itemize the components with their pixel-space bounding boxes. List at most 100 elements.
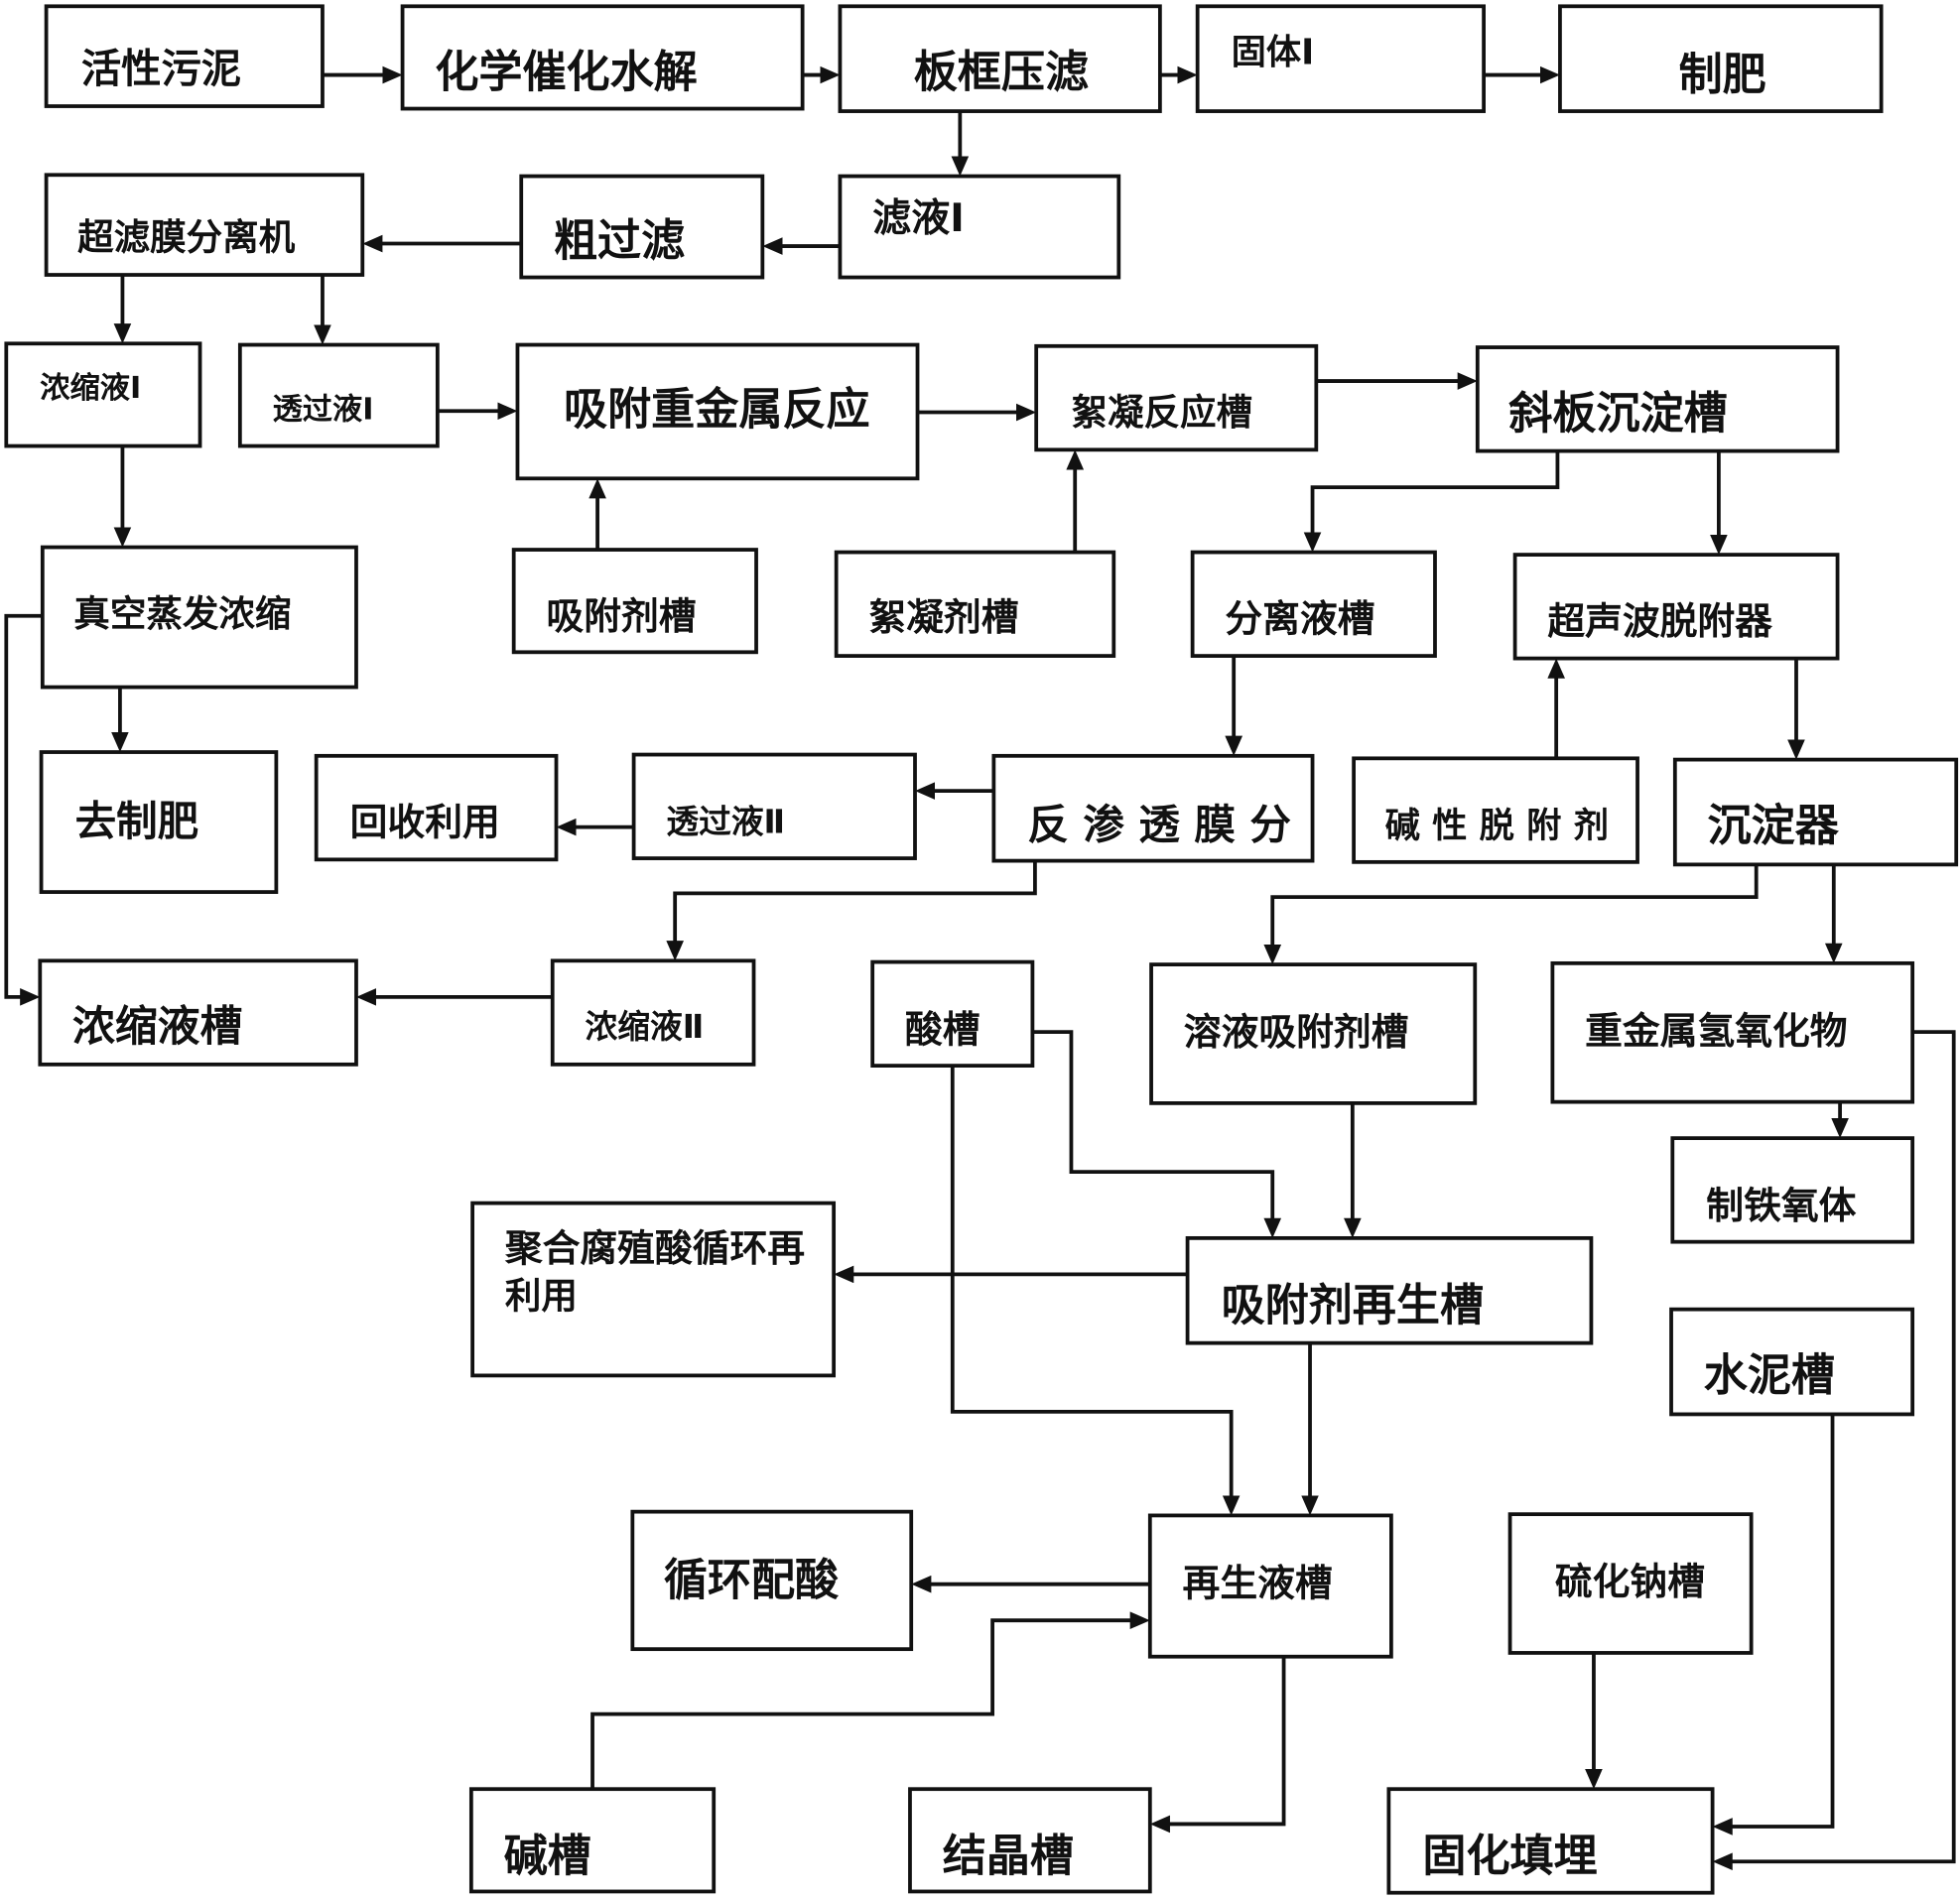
node-box [908, 1787, 1152, 1894]
node-label: 分离液槽 [1225, 596, 1374, 640]
node-alkaline-desorbent: 碱 性 脱 附 剂 [1352, 756, 1639, 864]
node-label: 吸附剂再生槽 [1222, 1280, 1484, 1330]
node-box [519, 174, 765, 280]
node-box [1558, 4, 1884, 113]
node-box [838, 174, 1121, 280]
node-recycle-reuse: 回收利用 [314, 753, 559, 862]
node-box [1190, 550, 1437, 658]
node-acid-recycling: 循环配酸 [630, 1509, 914, 1652]
node-label: 化学催化水解 [435, 48, 697, 98]
node-box [1672, 757, 1959, 867]
node-box [40, 545, 358, 690]
node-label: 重金属氢氧化物 [1585, 1009, 1847, 1053]
node-solid-1: 固体Ⅰ [1195, 4, 1486, 113]
node-solution-adsorbent-tank: 溶液吸附剂槽 [1149, 962, 1478, 1105]
node-label: 活性污泥 [81, 46, 241, 92]
node-box [991, 753, 1315, 863]
node-box [1386, 1787, 1715, 1895]
node-box [1195, 4, 1486, 113]
node-label: 浓缩液Ⅱ [585, 1008, 704, 1046]
node-label: 沉淀器 [1708, 801, 1840, 851]
node-label: 酸槽 [905, 1008, 980, 1052]
node-plate-frame-filter-press: 板框压滤 [838, 4, 1162, 113]
node-activated-sludge: 活性污泥 [44, 4, 325, 108]
nodes-layer: 活性污泥 化学催化水解 板框压滤 固体Ⅰ 制肥 超滤膜分离机 粗过滤 滤液Ⅰ [4, 4, 1959, 1895]
node-box [1670, 1136, 1915, 1244]
node-label: 斜板沉淀槽 [1508, 388, 1727, 439]
node-box [631, 752, 917, 860]
node-fertilizer-production: 制肥 [1558, 4, 1884, 113]
node-crystallization-tank: 结晶槽 [908, 1787, 1152, 1894]
edge-heavy-metal-hydroxide-to-solidification-landfill [1712, 1030, 1956, 1871]
edge-regeneration-liquid-tank-to-crystallization-tank [1149, 1656, 1286, 1834]
node-to-fertilizer: 去制肥 [39, 750, 279, 894]
node-label: 絮凝反应槽 [1071, 391, 1252, 434]
node-label: 透过液Ⅱ [666, 804, 785, 841]
node-reverse-osmosis-membrane: 反 渗 透 膜 分 [991, 753, 1315, 863]
node-concentrate-1: 浓缩液Ⅰ [4, 341, 202, 448]
node-box [870, 959, 1035, 1068]
node-box [470, 1201, 837, 1378]
node-label: 透过液Ⅰ [273, 393, 374, 428]
node-separated-liquid-tank: 分离液槽 [1190, 550, 1437, 658]
node-box [237, 342, 440, 448]
node-box [1034, 343, 1319, 452]
node-label: 结晶槽 [943, 1832, 1074, 1882]
node-box [1352, 756, 1639, 864]
edge-alkali-tank-to-regeneration-liquid-tank [590, 1611, 1150, 1790]
node-concentrate-2: 浓缩液Ⅱ [550, 958, 756, 1067]
node-concentrate-tank: 浓缩液槽 [38, 958, 358, 1067]
node-adsorbent-regeneration-tank: 吸附剂再生槽 [1185, 1235, 1594, 1345]
node-label: 再生液槽 [1183, 1561, 1333, 1604]
node-label: 制肥 [1679, 50, 1766, 100]
node-label: 浓缩液Ⅰ [40, 371, 141, 406]
node-regeneration-liquid-tank: 再生液槽 [1147, 1513, 1393, 1659]
node-coarse-filtration: 粗过滤 [519, 174, 765, 280]
node-box [1147, 1513, 1393, 1659]
node-box [314, 753, 559, 862]
node-label: 超声波脱附器 [1547, 599, 1772, 643]
node-permeate-1: 透过液Ⅰ [237, 342, 440, 448]
edges-layer [4, 65, 1956, 1871]
node-box [1507, 1512, 1754, 1655]
edge-inclined-plate-settler-to-separated-liquid-tank [1303, 450, 1560, 553]
node-sodium-sulfide-tank: 硫化钠槽 [1507, 1512, 1754, 1655]
node-acid-tank: 酸槽 [870, 959, 1035, 1068]
node-label: 絮凝剂槽 [868, 595, 1018, 639]
node-label: 制铁氧体 [1706, 1184, 1856, 1227]
node-ferrite-production: 制铁氧体 [1670, 1136, 1915, 1244]
edge-cement-tank-to-solidification-landfill [1712, 1414, 1835, 1836]
node-box [1550, 960, 1915, 1104]
node-box [834, 550, 1116, 658]
node-label: 回收利用 [350, 801, 500, 844]
node-label: 碱槽 [504, 1832, 591, 1882]
node-label: 去制肥 [75, 797, 199, 845]
node-label: 固体Ⅰ [1232, 32, 1315, 72]
node-label: 固化填埋 [1422, 1832, 1597, 1882]
node-box [44, 173, 365, 277]
node-label: 循环配酸 [664, 1555, 840, 1605]
node-ultrasonic-desorber: 超声波脱附器 [1512, 553, 1840, 661]
node-precipitator: 沉淀器 [1672, 757, 1959, 867]
node-polymeric-humic-acid-recycle: 聚合腐殖酸循环再 利用 [470, 1201, 837, 1378]
node-box [1475, 345, 1840, 453]
node-label: 吸附重金属反应 [564, 385, 869, 436]
node-label: 超滤膜分离机 [77, 216, 296, 259]
node-box [550, 958, 756, 1067]
node-inclined-plate-settler: 斜板沉淀槽 [1475, 345, 1840, 453]
node-box [400, 4, 805, 111]
node-box [4, 341, 202, 448]
edge-reverse-osmosis-membrane-to-concentrate-2 [666, 860, 1037, 961]
node-alkali-tank: 碱槽 [468, 1787, 717, 1894]
node-cement-tank: 水泥槽 [1669, 1307, 1915, 1417]
node-ultrafiltration-separator: 超滤膜分离机 [44, 173, 365, 277]
node-box [1512, 553, 1840, 661]
node-permeate-2: 透过液Ⅱ [631, 752, 917, 860]
node-label: 水泥槽 [1704, 1350, 1835, 1401]
node-label: 反 渗 透 膜 分 [1027, 801, 1291, 849]
node-chemical-catalytic-hydrolysis: 化学催化水解 [400, 4, 805, 111]
node-label: 浓缩液槽 [72, 1002, 242, 1052]
node-label: 滤液Ⅰ [872, 196, 965, 241]
node-solidification-landfill: 固化填埋 [1386, 1787, 1715, 1895]
